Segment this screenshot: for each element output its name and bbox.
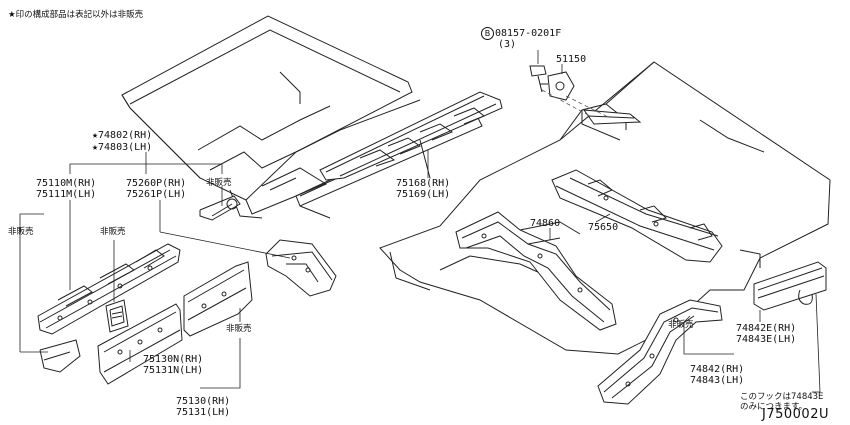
label-75260p: 75260P(RH) <box>126 178 187 189</box>
assembly-guides <box>542 90 610 118</box>
label-75168: 75168(RH) <box>396 178 451 189</box>
member-75260p <box>266 240 336 296</box>
label-nonsale-left: 非販売 <box>8 227 34 237</box>
hook-note-line2: のみにつきます。 <box>740 402 808 412</box>
label-75111m: 75111M(LH) <box>36 189 97 200</box>
label-74842e: 74842E(RH) <box>736 323 797 334</box>
label-74843: 74843(LH) <box>690 375 745 386</box>
label-75261p: 75261P(LH) <box>126 189 187 200</box>
label-75131n: 75131N(LH) <box>143 365 204 376</box>
hook-51150 <box>540 72 574 100</box>
hook-note-line1: このフックは74843E <box>740 392 824 402</box>
label-74843e: 74843E(LH) <box>736 334 797 345</box>
label-51150: 51150 <box>556 54 587 65</box>
rail-75168 <box>320 92 502 180</box>
front-member-75110 <box>38 244 180 372</box>
bracket-nonsale <box>106 300 128 332</box>
label-74803: ★74803(LH) <box>92 142 153 153</box>
label-75131: 75131(LH) <box>176 407 231 418</box>
label-75110m: 75110M(RH) <box>36 178 97 189</box>
member-75130 <box>184 262 252 336</box>
label-nonsale-member: 非販売 <box>226 324 252 334</box>
bolt-08157 <box>530 66 546 92</box>
label-nonsale-bracket: 非販売 <box>100 227 126 237</box>
side-member-74842 <box>598 300 722 404</box>
rear-member-74860 <box>456 212 616 330</box>
bolt-circle-icon: B <box>481 27 494 40</box>
label-75130: 75130(RH) <box>176 396 231 407</box>
member-75130n <box>98 304 182 384</box>
label-08157: 08157-0201F <box>495 28 562 39</box>
label-75169: 75169(LH) <box>396 189 451 200</box>
cross-member-75650 <box>552 170 722 262</box>
label-74802: ★74802(RH) <box>92 130 153 141</box>
label-74842: 74842(RH) <box>690 364 745 375</box>
label-75130n: 75130N(RH) <box>143 354 204 365</box>
side-member-74842e <box>754 262 826 310</box>
label-nonsale-top: 非販売 <box>206 178 232 188</box>
leader-lines <box>20 50 820 392</box>
label-nonsale-side: 非販売 <box>668 320 694 330</box>
label-bolt-qty: (3) <box>498 39 517 50</box>
note-top: ★印の構成部品は表記以外は非販売 <box>8 10 144 20</box>
diagram-code: J750002U <box>762 407 829 422</box>
label-74860: 74860 <box>530 218 561 229</box>
label-75650: 75650 <box>588 222 619 233</box>
